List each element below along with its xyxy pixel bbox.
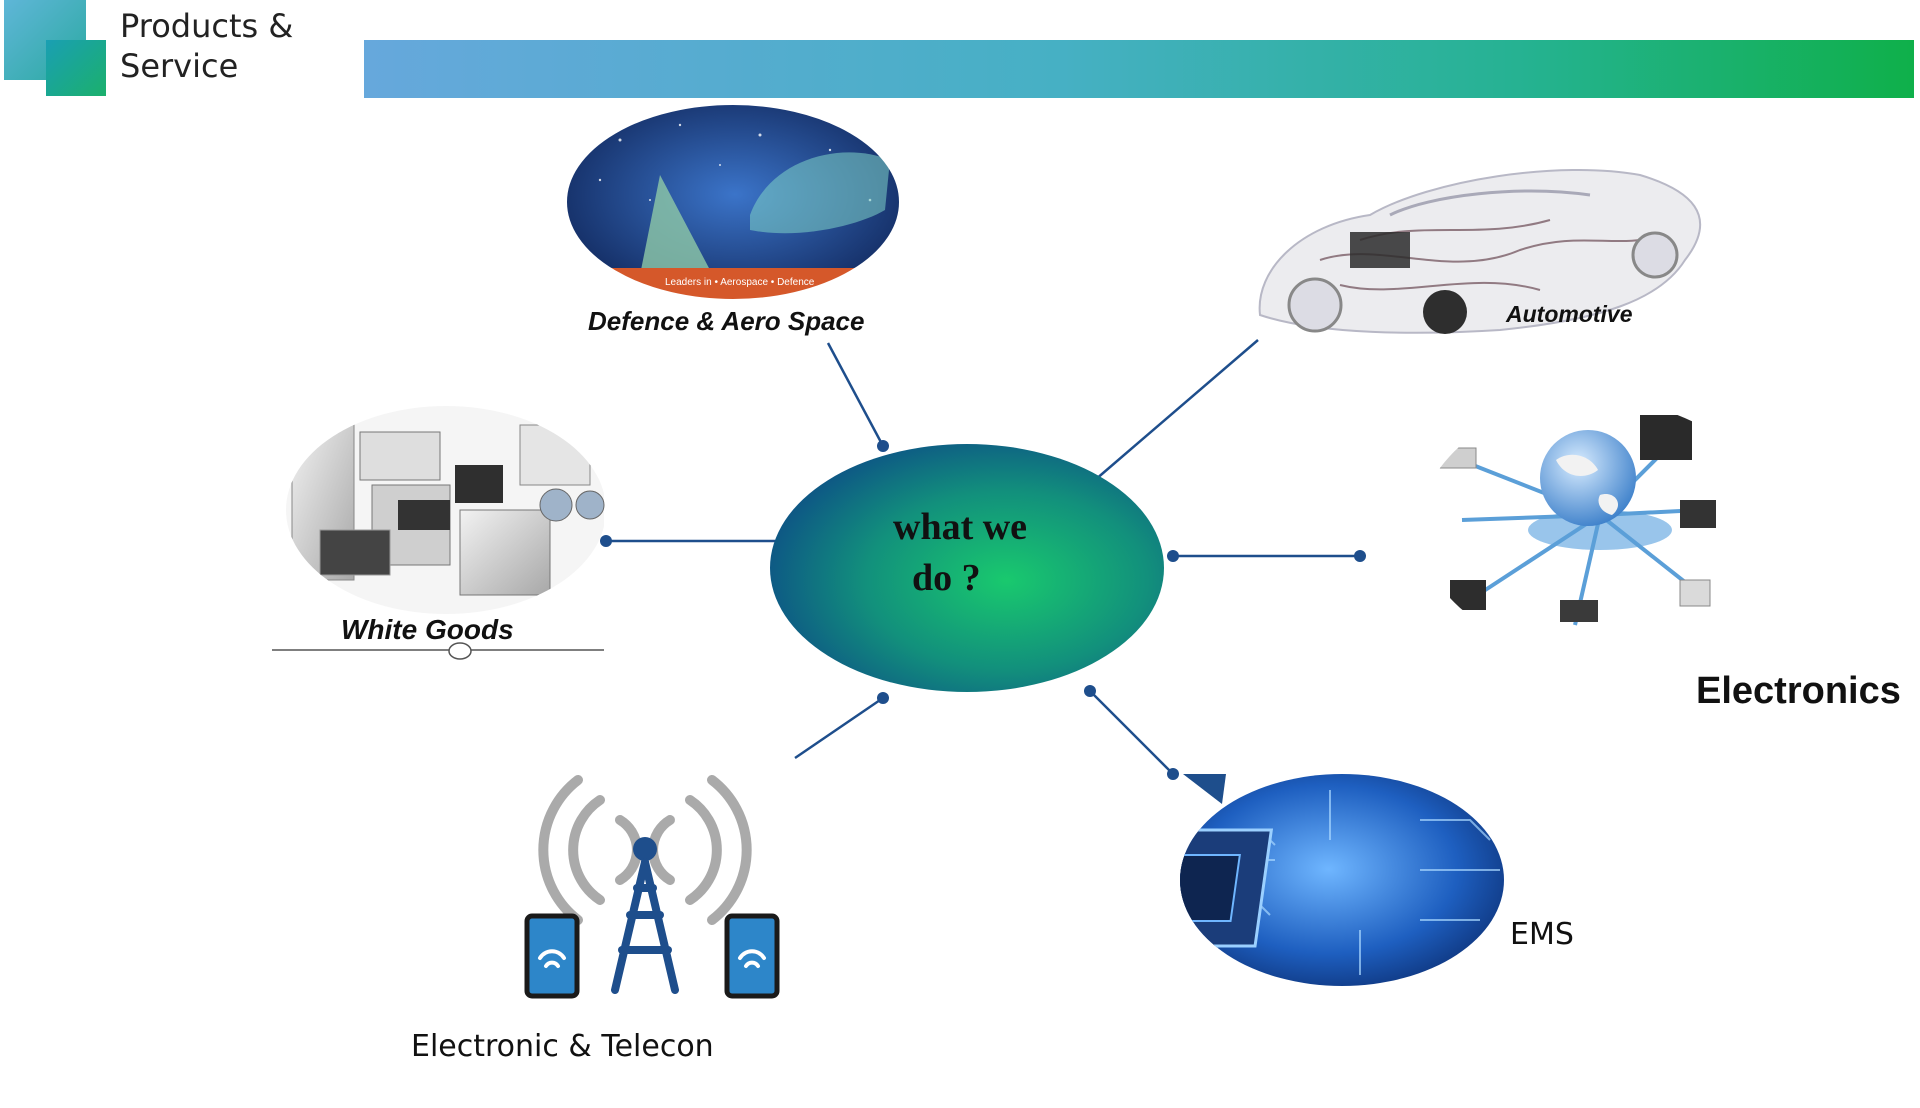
dot-ems-start [1084, 685, 1096, 697]
header-gradient-bar [364, 40, 1914, 98]
defence-image-frame [565, 103, 901, 301]
label-automotive: Automotive [1506, 301, 1633, 327]
dot-defence [877, 440, 889, 452]
automotive-car-image [1258, 168, 1702, 334]
logo-square-front [46, 40, 106, 96]
connector-lines [602, 339, 1360, 775]
label-white-goods: White Goods [341, 614, 514, 645]
connector-automotive [1094, 339, 1259, 481]
title-line-2: Service [120, 47, 239, 85]
electronics-network-image [1420, 400, 1770, 654]
connector-defence [826, 342, 885, 447]
defence-aerospace-image [566, 104, 900, 300]
connector-telecom [794, 696, 884, 760]
dot-electronics-right [1354, 550, 1366, 562]
defence-banner-text: Leaders in • Aerospace • Defence [665, 277, 815, 288]
page-title: Products & Service [120, 6, 293, 86]
center-ellipse [770, 444, 1164, 692]
center-text-line-1: what we [893, 506, 1028, 548]
ems-arrow-icon [1183, 774, 1226, 804]
dot-telecom [877, 692, 889, 704]
white-goods-image [286, 406, 605, 614]
center-text-line-2: do ? [912, 557, 981, 599]
title-line-1: Products & [120, 7, 294, 45]
dot-electronics-left [1167, 550, 1179, 562]
telecom-tower-icon [524, 775, 780, 999]
label-defence-aerospace: Defence & Aero Space [588, 306, 865, 336]
connector-ems [1089, 690, 1174, 775]
ems-chip-image [1180, 774, 1504, 986]
dot-white-goods-left [600, 535, 612, 547]
white-goods-handle [448, 642, 472, 660]
label-electronics: Electronics [1696, 670, 1901, 712]
label-electronic-telecom: Electronic & Telecon [411, 1029, 714, 1064]
label-ems: EMS [1510, 917, 1574, 952]
dot-ems-end [1167, 768, 1179, 780]
